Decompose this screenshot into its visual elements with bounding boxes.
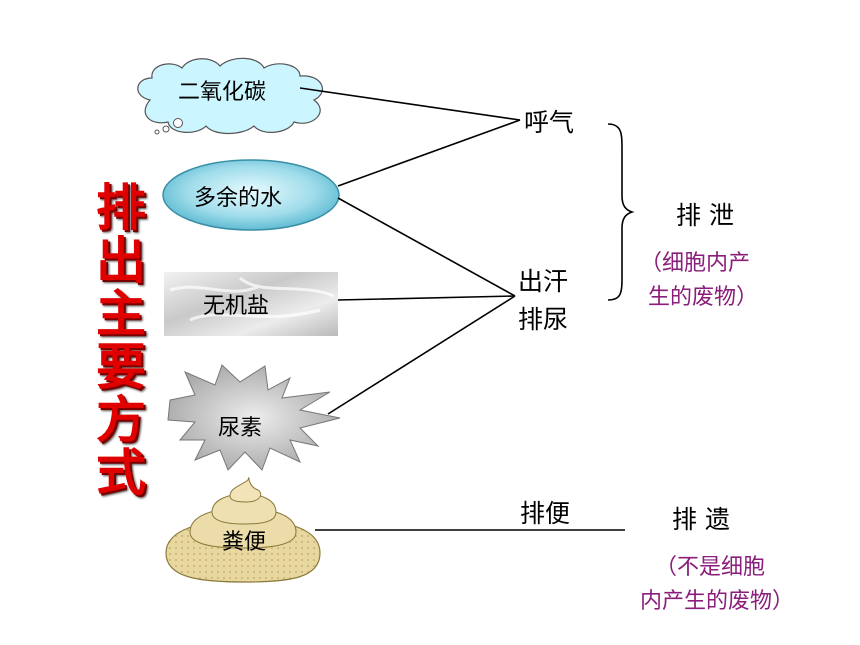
egestion-note-line1: （不是细胞 <box>655 555 766 580</box>
label-sweat: 出汗 <box>518 267 569 296</box>
brace-shape <box>607 123 635 301</box>
label-urea: 尿素 <box>218 416 263 441</box>
label-feces: 粪便 <box>222 530 267 555</box>
label-defecation: 排便 <box>520 499 571 528</box>
feces-pile-shape <box>165 477 321 583</box>
urea-burst-shape <box>167 364 341 471</box>
label-egestion: 排 遗 <box>672 505 730 534</box>
label-breath: 呼气 <box>524 108 575 137</box>
connector-lines <box>299 87 625 531</box>
label-salt: 无机盐 <box>203 294 270 319</box>
label-water: 多余的水 <box>194 186 283 211</box>
salt-rect-shape <box>164 272 338 336</box>
label-excretion: 排 泄 <box>676 201 734 230</box>
excretion-note-line2: 生的废物） <box>648 285 759 310</box>
label-co2: 二氧化碳 <box>178 80 267 105</box>
label-urine: 排尿 <box>518 305 569 334</box>
egestion-note-line2: 内产生的废物） <box>640 589 795 614</box>
water-ellipse-shape <box>162 159 340 231</box>
vertical-title: 排出主要方式 <box>96 179 146 502</box>
excretion-note-line1: （细胞内产 <box>640 251 751 276</box>
co2-cloud-shape <box>137 57 323 135</box>
